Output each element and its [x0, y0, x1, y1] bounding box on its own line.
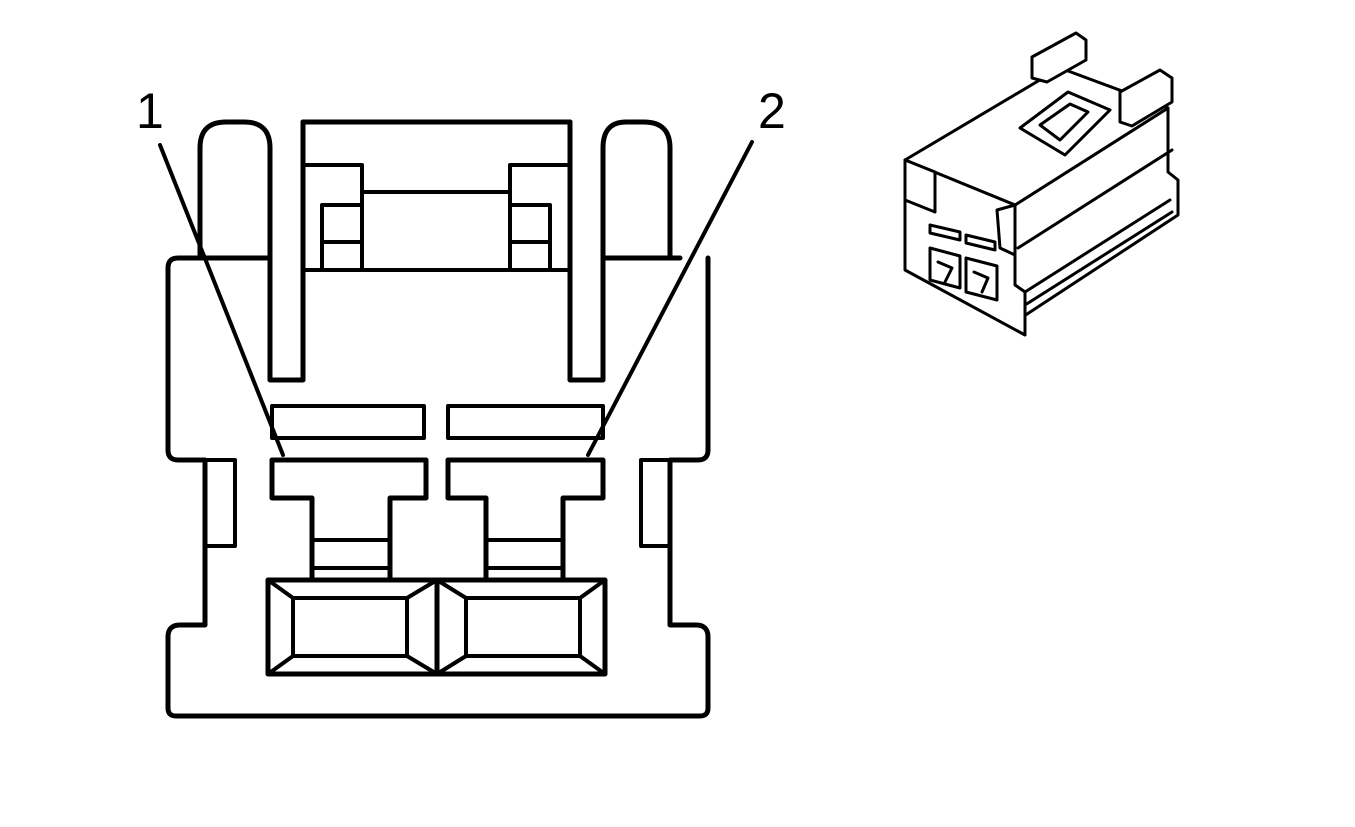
callout-2-label: 2: [758, 83, 786, 139]
center-top-inner-left: [301, 163, 364, 272]
right-latch-arm: [567, 119, 673, 383]
terminal-cavity-2-bar: [484, 538, 565, 570]
cavity-2-slot: [446, 404, 605, 440]
center-top-inner-right: [508, 163, 572, 272]
right-side-notch: [639, 458, 672, 548]
left-latch-arm: [197, 119, 306, 383]
center-top-inner-right-step: [508, 203, 552, 272]
cavity-1-slot: [270, 404, 426, 440]
callout-2-leader: [586, 140, 754, 457]
terminal-cavity-2: [445, 457, 606, 583]
connector-face-view: 1 2: [136, 83, 786, 719]
left-side-notch: [203, 458, 237, 548]
center-top-inner-left-step: [320, 203, 364, 272]
connector-isometric-view: [903, 31, 1180, 337]
center-top-crossbar: [360, 190, 512, 272]
connector-body-outline: [165, 255, 711, 719]
callout-1-label: 1: [136, 83, 164, 139]
callout-1-leader: [158, 143, 285, 457]
bottom-pocket-1: [265, 577, 440, 677]
terminal-cavity-1: [269, 457, 429, 583]
terminal-cavity-1-bar: [310, 538, 392, 570]
bottom-pocket-2: [434, 577, 608, 677]
